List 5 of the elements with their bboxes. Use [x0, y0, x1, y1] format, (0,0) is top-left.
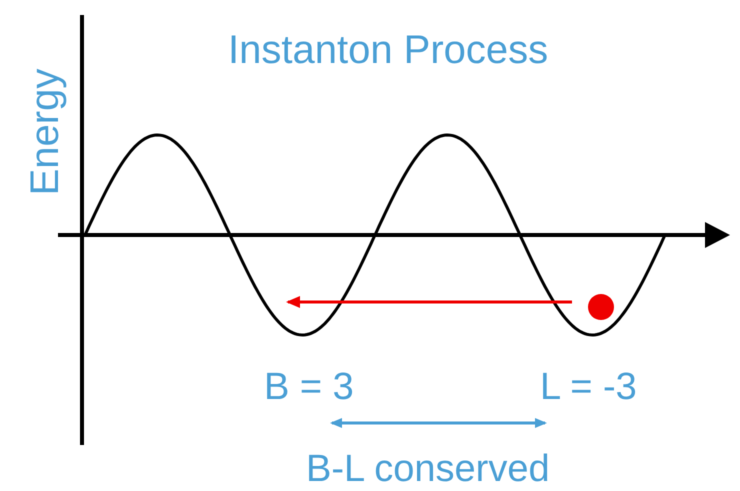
annotation-text: B-L conserved [306, 450, 550, 488]
title: Instanton Process [228, 30, 548, 70]
value-label: L = -3 [540, 368, 637, 406]
axis-label: Energy [25, 68, 65, 198]
value-label: B = 3 [264, 368, 354, 406]
